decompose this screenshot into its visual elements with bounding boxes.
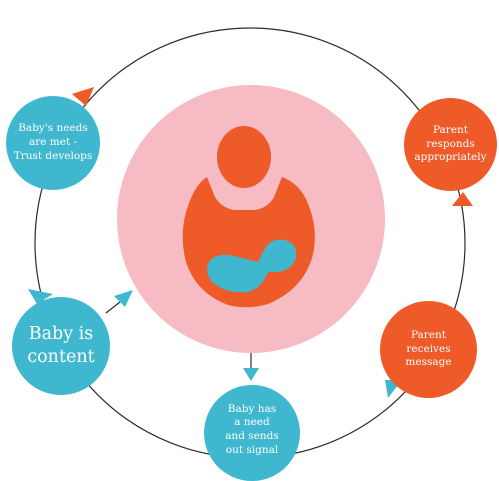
node-baby-is-content: Baby is content [12,297,110,395]
node-text-line: Parent [410,329,447,342]
node-baby-has-need: Baby has a need and sends out signal [204,385,300,481]
node-text-line: Baby is [28,324,94,345]
arrowhead-content-to-center [114,290,133,307]
arrow-content-to-center-shaft [105,301,121,314]
node-text-line: content [27,347,95,367]
node-text-line: Parent [432,124,469,137]
node-text-line: receives [406,342,451,355]
node-text-line: out signal [225,443,279,456]
node-text-line: responds [426,137,475,150]
parent-holding-baby-icon [182,126,315,308]
node-parent-responds: Parent responds appropriately [404,98,497,191]
node-text-line: are met - [28,136,78,149]
node-text-line: message [405,356,452,369]
node-needs-met-trust-develops: Baby's needs are met - Trust develops [6,96,100,190]
node-text-line: Trust develops [13,149,93,162]
node-text-line: Baby's needs [18,122,88,135]
arrowhead-center-to-need [243,368,259,381]
node-text-line: a need [234,416,270,429]
node-text-line: appropriately [414,151,487,164]
node-parent-receives-message: Parent receives message [380,301,477,398]
arrowhead-right-up [452,192,473,206]
arrowhead-left-down [28,289,53,304]
node-text-line: Baby has [227,402,277,415]
node-text-line: and sends [225,430,279,442]
arrowhead-top-left [72,87,94,106]
